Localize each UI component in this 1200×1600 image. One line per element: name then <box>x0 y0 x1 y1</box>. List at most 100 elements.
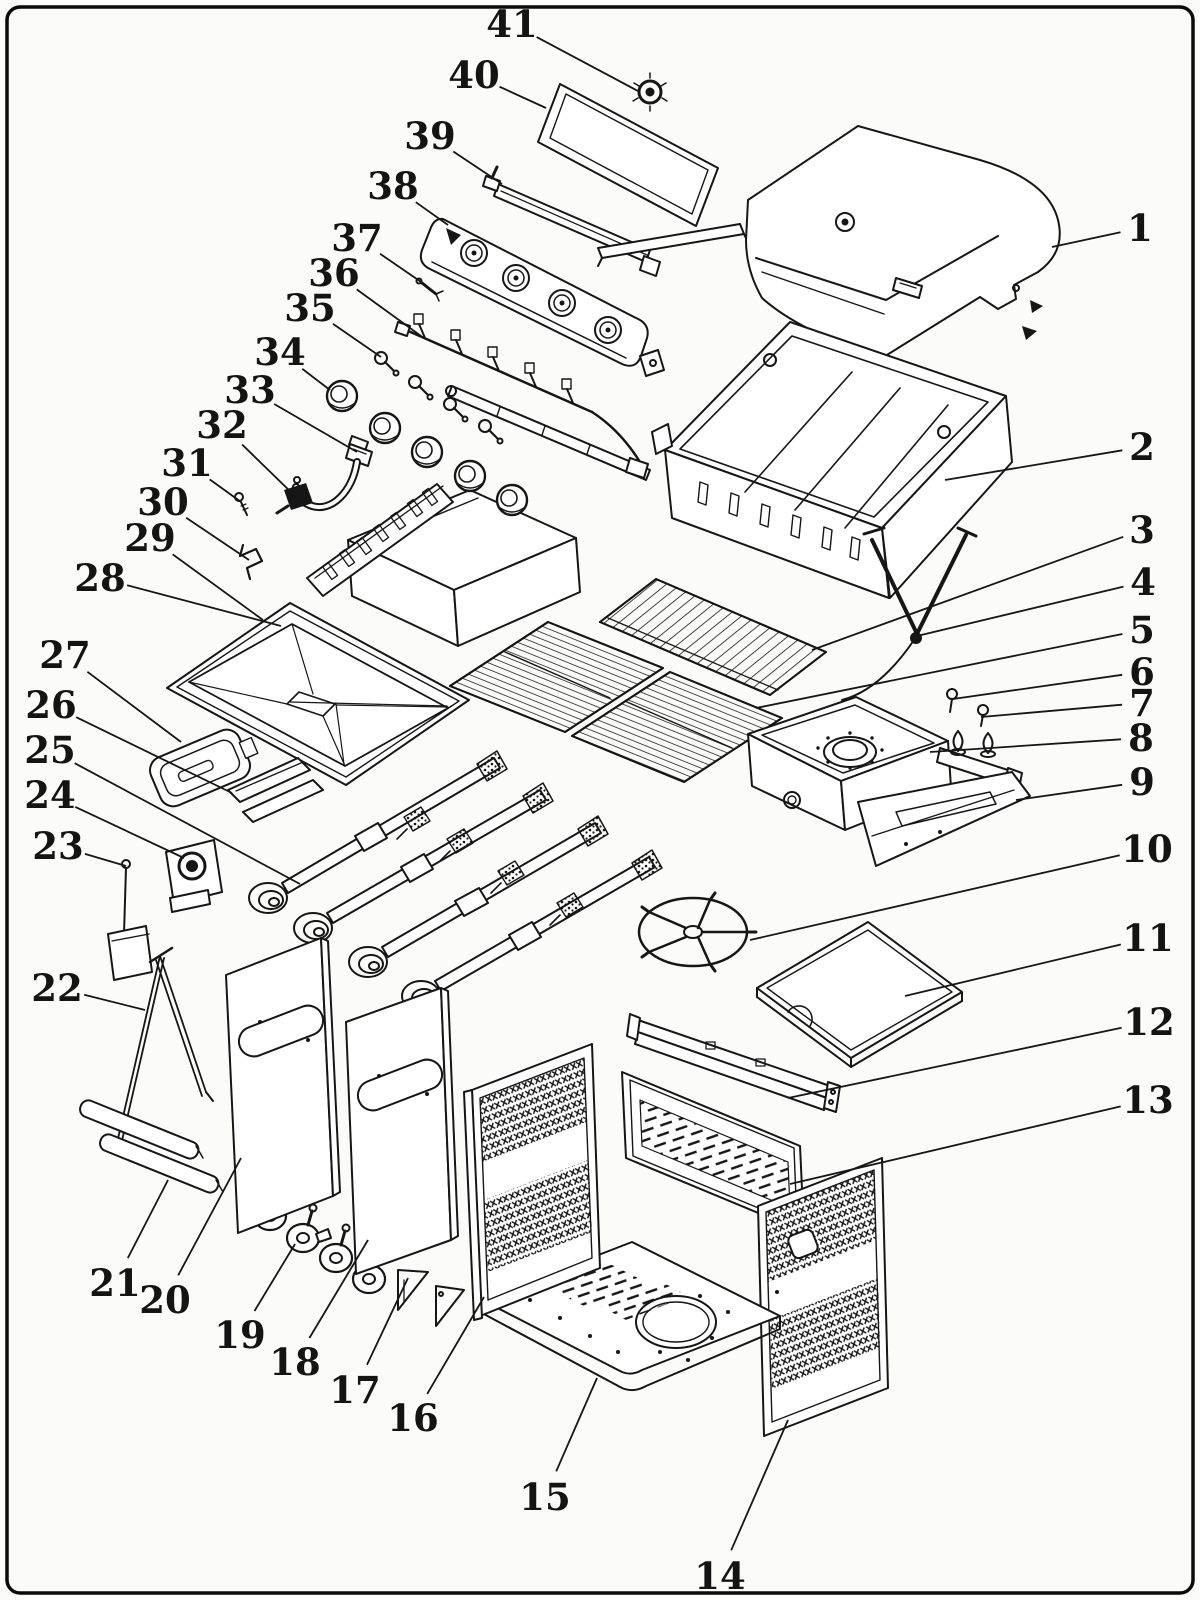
callout-35-valve: 35 <box>284 286 336 330</box>
callout-6-bolt: 6 <box>1129 650 1155 694</box>
part-hose-fitting-drawing <box>275 476 313 515</box>
leader-line-24 <box>74 806 185 859</box>
callout-10-burner-grate: 10 <box>1121 827 1173 871</box>
leader-line-23 <box>84 853 127 867</box>
callout-5-cooking-grates: 5 <box>1129 608 1155 652</box>
callout-41-grommet: 41 <box>486 2 538 46</box>
part-left-side-panel-drawing <box>463 1043 601 1321</box>
callout-9-side-shelf: 9 <box>1129 760 1155 804</box>
leader-line-20 <box>177 1157 242 1276</box>
leader-line-16 <box>426 1296 485 1395</box>
leader-line-6 <box>952 673 1123 700</box>
leader-line-4 <box>916 585 1124 637</box>
leader-line-19 <box>253 1243 296 1312</box>
callout-18-caster: 18 <box>269 1340 321 1384</box>
leader-line-27 <box>86 671 182 743</box>
callout-26-heat-shield-bracket: 26 <box>25 683 77 727</box>
leader-line-14 <box>730 1419 789 1551</box>
callout-11-side-table: 11 <box>1122 916 1174 960</box>
leader-line-39 <box>452 150 503 185</box>
part-lid-drawing <box>597 125 1061 359</box>
callout-31-screw: 31 <box>161 441 213 485</box>
callout-19-locking-caster: 19 <box>214 1313 266 1357</box>
part-panel-trim-drawing <box>482 165 661 277</box>
leader-line-9 <box>1015 783 1123 801</box>
leader-line-26 <box>75 716 233 794</box>
part-drip-pan-drawing <box>166 602 470 786</box>
callout-39-panel-trim-strip: 39 <box>404 114 456 158</box>
part-manifold-cover-drawing <box>347 489 581 647</box>
leader-line-3 <box>811 535 1124 651</box>
page-border <box>5 5 1195 1595</box>
part-support-rail-drawing <box>626 1013 841 1113</box>
leader-line-8 <box>929 738 1122 753</box>
part-electrode-rod-drawing <box>107 859 153 981</box>
leader-line-31 <box>209 478 242 503</box>
part-warming-rack-drawing <box>599 578 827 696</box>
part-doors-drawing <box>225 937 459 1275</box>
callout-36-igniter-wiring-harness: 36 <box>308 251 360 295</box>
callout-23-electrode-rod: 23 <box>32 824 84 868</box>
leader-line-41 <box>536 36 639 92</box>
leader-line-38 <box>415 201 449 226</box>
callout-20-cart-door: 20 <box>139 1278 191 1322</box>
callout-13-back-panel: 13 <box>1122 1078 1174 1122</box>
leader-line-1 <box>1051 231 1121 248</box>
part-heat-shield-panel-drawing <box>537 83 719 227</box>
part-side-shelf-drawing <box>857 771 1031 867</box>
part-vent-rail-drawing <box>306 483 454 597</box>
part-heat-shield-bracket-drawing <box>227 757 324 823</box>
callout-25-burner-tube: 25 <box>24 728 76 772</box>
part-valves-drawing <box>374 351 504 445</box>
callout-17-corner-bracket: 17 <box>329 1368 381 1412</box>
part-side-table-drawing <box>756 921 963 1068</box>
callout-37-electrode: 37 <box>331 216 383 260</box>
leader-line-11 <box>904 943 1122 997</box>
leader-line-2 <box>944 449 1123 481</box>
part-cooking-grates-drawing <box>449 621 783 783</box>
leader-line-35 <box>332 323 382 358</box>
callout-22-tank-wire-frame: 22 <box>31 966 83 1010</box>
part-screw-drawing <box>234 492 249 516</box>
leader-line-30 <box>185 516 250 561</box>
part-igniter-module-drawing <box>165 839 223 913</box>
callout-21-door-handle: 21 <box>89 1261 141 1305</box>
leader-line-15 <box>555 1377 598 1472</box>
leader-line-10 <box>749 854 1120 941</box>
callout-24-igniter-module: 24 <box>24 773 76 817</box>
leader-line-40 <box>499 85 547 109</box>
callout-28-drip-pan: 28 <box>74 556 126 600</box>
leader-line-12 <box>787 1026 1122 1099</box>
callout-40-heat-shield-panel: 40 <box>448 53 500 97</box>
callout-2-firebox: 2 <box>1129 425 1155 469</box>
leader-line-33 <box>273 403 358 453</box>
callout-27-grease-tray: 27 <box>39 633 91 677</box>
leader-line-13 <box>789 1105 1121 1185</box>
leader-line-17 <box>366 1277 409 1366</box>
leader-line-5 <box>755 633 1123 709</box>
callout-34-control-knob: 34 <box>254 330 306 374</box>
leader-line-29 <box>172 553 264 621</box>
callout-33-hose-regulator: 33 <box>224 368 276 412</box>
leader-line-22 <box>83 993 146 1011</box>
callout-30-mounting-bracket: 30 <box>137 480 189 524</box>
callout-12-support-rail: 12 <box>1123 1000 1175 1044</box>
leader-line-36 <box>356 288 422 337</box>
callout-7-fastener: 7 <box>1129 681 1155 725</box>
callout-15-cart-bottom: 15 <box>519 1475 571 1519</box>
leader-line-7 <box>980 703 1123 718</box>
callout-3-warming-rack: 3 <box>1129 508 1155 552</box>
leader-line-28 <box>126 584 282 627</box>
callout-29-drip-pan-frame: 29 <box>124 516 176 560</box>
callout-4-crossover-tube: 4 <box>1130 560 1156 604</box>
part-crossover-tube-drawing <box>841 526 978 701</box>
leader-line-21 <box>126 1179 169 1259</box>
part-firebox-drawing <box>651 321 1013 599</box>
callout-16-left-side-panel: 16 <box>387 1396 439 1440</box>
part-right-side-panel-drawing <box>757 1157 889 1437</box>
callout-32-hose-fitting: 32 <box>196 403 248 447</box>
part-corner-bracket-drawing <box>397 1269 465 1327</box>
callout-layer: 1234567891011121314151617181920212223242… <box>24 2 1175 1598</box>
